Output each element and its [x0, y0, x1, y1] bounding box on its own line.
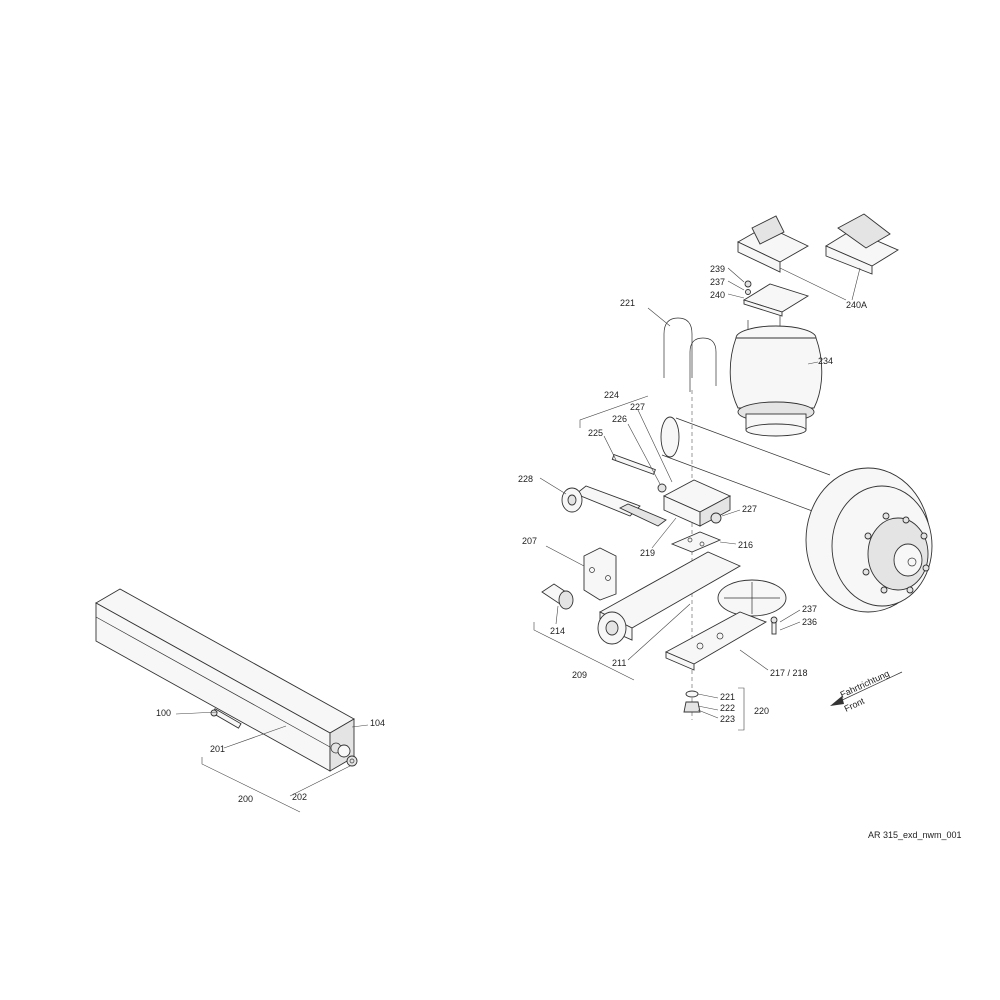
- callout-223: 223: [720, 714, 735, 724]
- callout-221-top: 221: [620, 298, 635, 308]
- callout-221-stack: 221: [720, 692, 735, 702]
- callout-207: 207: [522, 536, 537, 546]
- direction-arrow: [830, 671, 903, 706]
- callout-214: 214: [550, 626, 565, 636]
- callout-217-218: 217 / 218: [770, 668, 808, 678]
- trailing-arm-211-part: [597, 551, 741, 645]
- callout-234: 234: [818, 356, 833, 366]
- callout-209: 209: [572, 670, 587, 680]
- nut-227-part: [710, 512, 722, 524]
- axle-tube-part: [660, 416, 831, 513]
- callout-200: 200: [238, 794, 253, 804]
- callout-240: 240: [710, 290, 725, 300]
- callout-224: 224: [604, 390, 619, 400]
- brake-drum-hub-part: [805, 467, 933, 613]
- axle-seat-219-part: [662, 479, 732, 527]
- hanger-207-part: [583, 547, 617, 601]
- callout-222: 222: [720, 703, 735, 713]
- bushing-214-part: [541, 583, 574, 610]
- callout-104: 104: [370, 718, 385, 728]
- u-bolt-221-part: [663, 317, 717, 392]
- air-spring-carrier-217-218-part: [664, 579, 787, 671]
- bracket-240A-right-part: [825, 213, 899, 275]
- bolt-201-part: [210, 708, 242, 729]
- callout-201: 201: [210, 744, 225, 754]
- top-plate-240-part: [742, 280, 810, 317]
- direction-label-de: Fahrtrichtung: [839, 668, 891, 699]
- callout-202: 202: [292, 792, 307, 802]
- callout-240A: 240A: [846, 300, 867, 310]
- callout-219: 219: [640, 548, 655, 558]
- drawing-reference: AR 315_exd_nwm_001: [868, 830, 962, 840]
- air-spring-234-part: [729, 316, 823, 437]
- callout-237-right: 237: [802, 604, 817, 614]
- callout-237-top: 237: [710, 277, 725, 287]
- callout-226: 226: [612, 414, 627, 424]
- shock-absorber-228-part: [561, 485, 667, 527]
- bolt-225-part: [611, 454, 667, 493]
- bracket-240A-left-part: [737, 215, 809, 273]
- callout-227-top: 227: [630, 402, 645, 412]
- callout-236: 236: [802, 617, 817, 627]
- callout-220: 220: [754, 706, 769, 716]
- callout-216: 216: [738, 540, 753, 550]
- callout-228: 228: [518, 474, 533, 484]
- callout-239: 239: [710, 264, 725, 274]
- callout-211: 211: [612, 658, 626, 668]
- callout-225: 225: [588, 428, 603, 438]
- callout-100: 100: [156, 708, 171, 718]
- shim-216-part: [670, 531, 722, 553]
- callout-227-right: 227: [742, 504, 757, 514]
- nut-104-part: [337, 744, 358, 767]
- bolt-236-part: [770, 616, 778, 635]
